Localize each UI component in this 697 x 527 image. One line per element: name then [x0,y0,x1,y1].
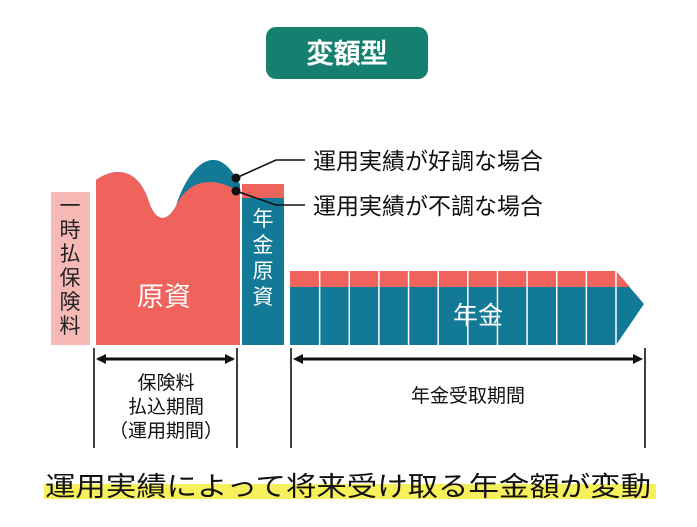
bad-pointer-line [235,190,305,206]
pension-principal-char: 資 [253,285,274,309]
pension-principal-char: 金 [253,233,274,257]
payment-period-line: （運用期間） [109,420,223,442]
premium-char: 時 [60,218,81,242]
principal-label: 原資 [137,282,191,313]
receipt-arrow-left-head [293,354,303,364]
pension-principal-block [242,184,284,345]
premium-char: 払 [60,242,81,266]
pension-segments [318,271,617,345]
premium-block [51,192,90,345]
receipt-period-marker [290,348,646,448]
receipt-period-label: 年金受取期間 [411,385,525,407]
bad-legend-label: 運用実績が不調な場合 [313,194,543,220]
pension-principal-char: 年 [253,207,274,231]
title-text: 変額型 [307,38,388,70]
payment-period-line: 払込期間 [128,396,204,418]
premium-label: 一 時 払 保 険 料 [60,194,81,338]
pension-principal-char: 原 [253,259,274,283]
premium-char: 保 [60,266,81,290]
caption-text: 運用実績によって将来受け取る年金額が変動 [45,472,651,503]
pension-arrow-top [290,271,630,287]
good-pointer-line [235,159,305,179]
payment-period-line: 保険料 [137,372,194,394]
pension-principal-top [242,184,284,198]
payment-period-label: 保険料 払込期間 （運用期間） [109,372,223,442]
premium-char: 一 [60,194,81,218]
receipt-arrow-right-head [633,354,643,364]
premium-char: 料 [60,314,81,338]
good-legend-label: 運用実績が好調な場合 [313,149,543,175]
premium-char: 険 [60,290,81,314]
payment-arrow-left-head [96,354,106,364]
principal-block [96,172,240,345]
payment-period-marker [93,348,238,448]
pension-principal-label: 年 金 原 資 [253,207,274,309]
pension-label: 年金 [453,301,503,330]
title-badge [266,27,428,79]
caption-highlight [44,484,656,499]
payment-arrow-right-head [225,354,235,364]
